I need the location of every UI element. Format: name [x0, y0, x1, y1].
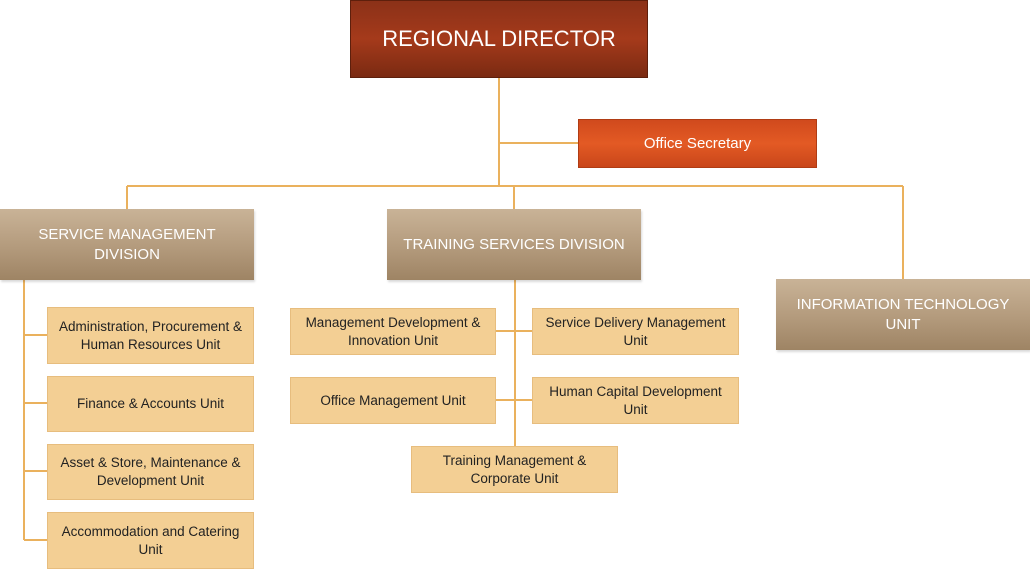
office-secretary-box: Office Secretary [578, 119, 817, 168]
unit-box: Asset & Store, Maintenance & Development… [47, 444, 254, 500]
unit-label: Asset & Store, Maintenance & Development… [60, 455, 241, 488]
unit-box: Finance & Accounts Unit [47, 376, 254, 432]
office-secretary-label: Office Secretary [643, 134, 752, 152]
regional-director-label: REGIONAL DIRECTOR [382, 25, 616, 51]
information-technology-unit-label: INFORMATION TECHNOLOGY UNIT [796, 296, 1010, 333]
unit-box: Management Development & Innovation Unit [290, 308, 496, 355]
regional-director-box: REGIONAL DIRECTOR [350, 0, 648, 78]
unit-label: Finance & Accounts Unit [76, 396, 225, 412]
unit-box: Service Delivery Management Unit [532, 308, 739, 355]
unit-label: Administration, Procurement & Human Reso… [58, 318, 243, 352]
unit-label: Management Development & Innovation Unit [305, 314, 481, 348]
service-management-division-box: SERVICE MANAGEMENT DIVISION [0, 209, 254, 280]
unit-label: Office Management Unit [320, 392, 466, 408]
training-services-division-box: TRAINING SERVICES DIVISION [387, 209, 641, 280]
unit-box: Training Management & Corporate Unit [411, 446, 618, 493]
unit-label: Training Management & Corporate Unit [442, 452, 587, 486]
unit-box: Administration, Procurement & Human Reso… [47, 307, 254, 364]
unit-label: Human Capital Development Unit [549, 383, 722, 417]
service-management-division-label: SERVICE MANAGEMENT DIVISION [38, 226, 216, 263]
unit-box: Accommodation and Catering Unit [47, 512, 254, 569]
training-services-division-label: TRAINING SERVICES DIVISION [403, 235, 625, 253]
unit-box: Office Management Unit [290, 377, 496, 424]
information-technology-unit-box: INFORMATION TECHNOLOGY UNIT [776, 279, 1030, 350]
unit-label: Accommodation and Catering Unit [61, 523, 240, 557]
unit-label: Service Delivery Management Unit [545, 314, 726, 348]
unit-box: Human Capital Development Unit [532, 377, 739, 424]
